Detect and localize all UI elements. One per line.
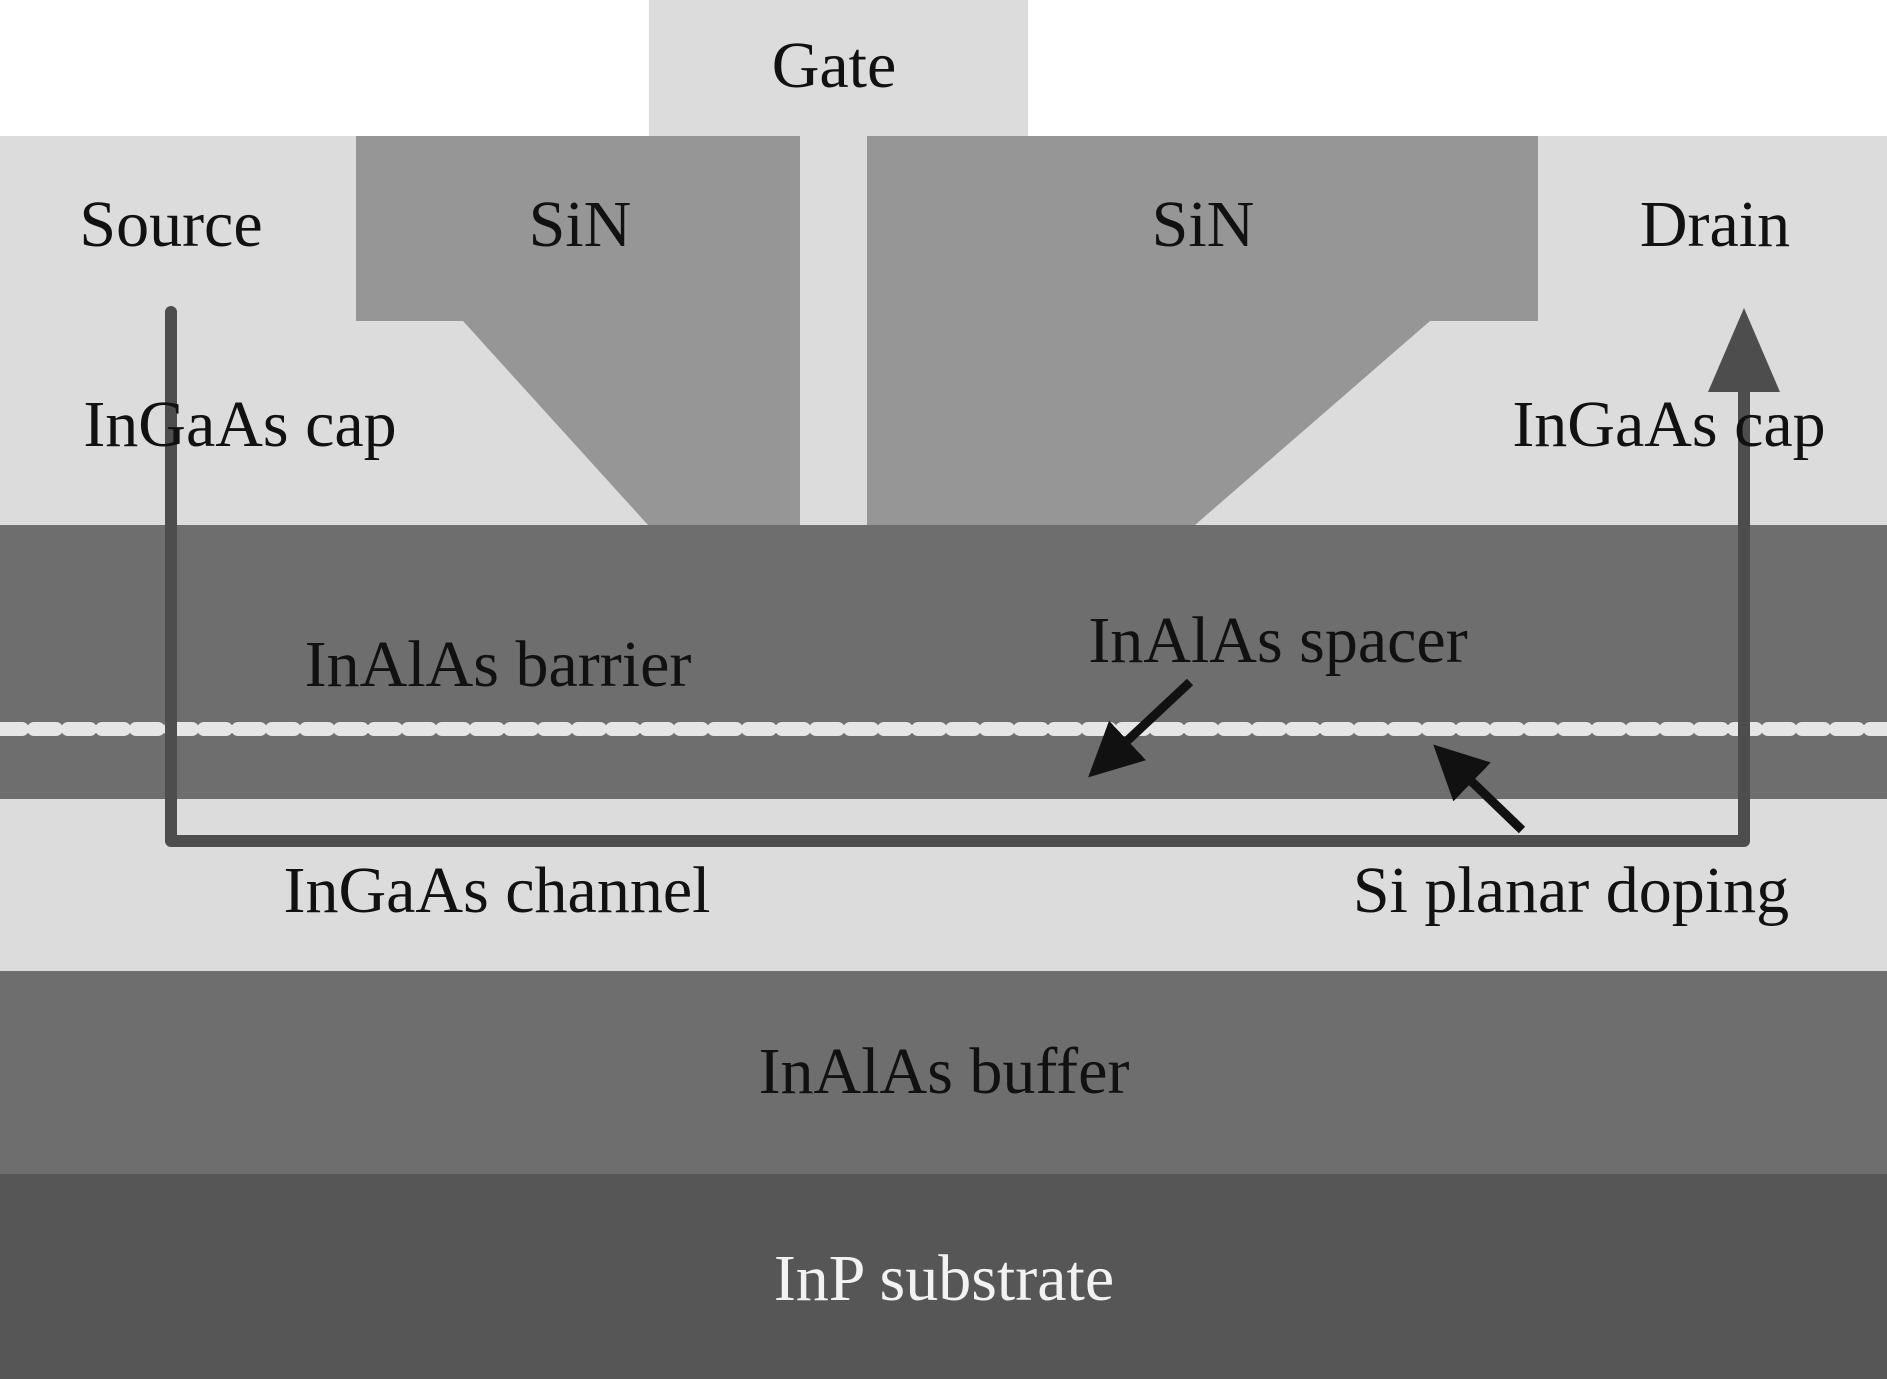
inalas-barrier-layer [0,525,1887,799]
current-path [165,306,1750,847]
sin-passivation-left [356,136,800,525]
drain-label: Drain [1640,188,1790,261]
spacer-pointer-arrow [1088,678,1194,778]
ingaas-channel-layer [0,799,1887,971]
substrate-label: InP substrate [774,1242,1114,1315]
cap-left-label: InGaAs cap [83,388,396,461]
gate-contact [649,0,1028,140]
cap-right-label: InGaAs cap [1512,388,1825,461]
buffer-label: InAlAs buffer [759,1035,1130,1108]
inalas-buffer-layer [0,971,1887,1174]
doping-pointer-arrow [1433,744,1526,834]
spacer-label: InAlAs spacer [1088,604,1467,677]
sin-left-label: SiN [529,188,632,261]
source-label: Source [79,188,262,261]
gate-label: Gate [772,29,897,102]
channel-label: InGaAs channel [283,854,710,927]
current-path-arrowhead [1708,308,1780,392]
sin-right-label: SiN [1152,188,1255,261]
doping-label: Si planar doping [1353,854,1789,927]
sin-passivation-right [867,136,1538,525]
inp-substrate-layer [0,1174,1887,1379]
barrier-label: InAlAs barrier [305,628,692,701]
